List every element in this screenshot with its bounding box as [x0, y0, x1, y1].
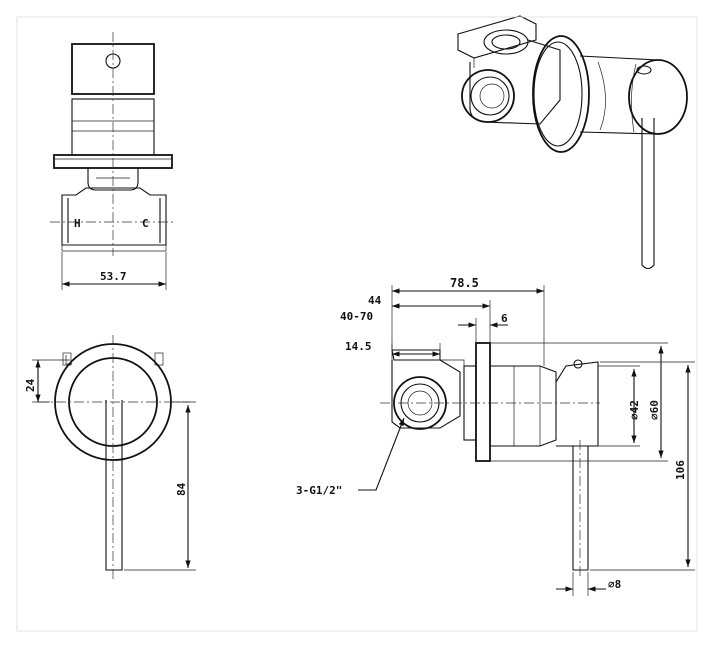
top-view: H C 53.7: [50, 32, 176, 290]
hot-label: H: [74, 217, 81, 230]
side-view: 78.5 44 40-70 6 14.5 3-G1/2" ∅42 ∅60 106: [296, 276, 695, 596]
thread-label: 3-G1/2": [296, 484, 342, 497]
dim-44-label: 44: [368, 294, 382, 307]
dia-60-label: ∅60: [648, 400, 661, 420]
dim-24-label: 24: [24, 378, 37, 392]
dia-8-label: ∅8: [608, 578, 621, 591]
dim-width-label: 53.7: [100, 270, 127, 283]
dim-6-label: 6: [501, 312, 508, 325]
dia-42-label: ∅42: [628, 400, 641, 420]
front-view: 24 84: [24, 335, 196, 580]
cold-label: C: [142, 217, 149, 230]
dim-78-5-label: 78.5: [450, 276, 479, 290]
isometric-view: [457, 15, 688, 270]
drawing-frame: [16, 16, 698, 632]
dim-106-label: 106: [674, 460, 687, 480]
dim-14-5-label: 14.5: [345, 340, 372, 353]
dim-40-70-label: 40-70: [340, 310, 373, 323]
dim-84-label: 84: [175, 482, 188, 496]
